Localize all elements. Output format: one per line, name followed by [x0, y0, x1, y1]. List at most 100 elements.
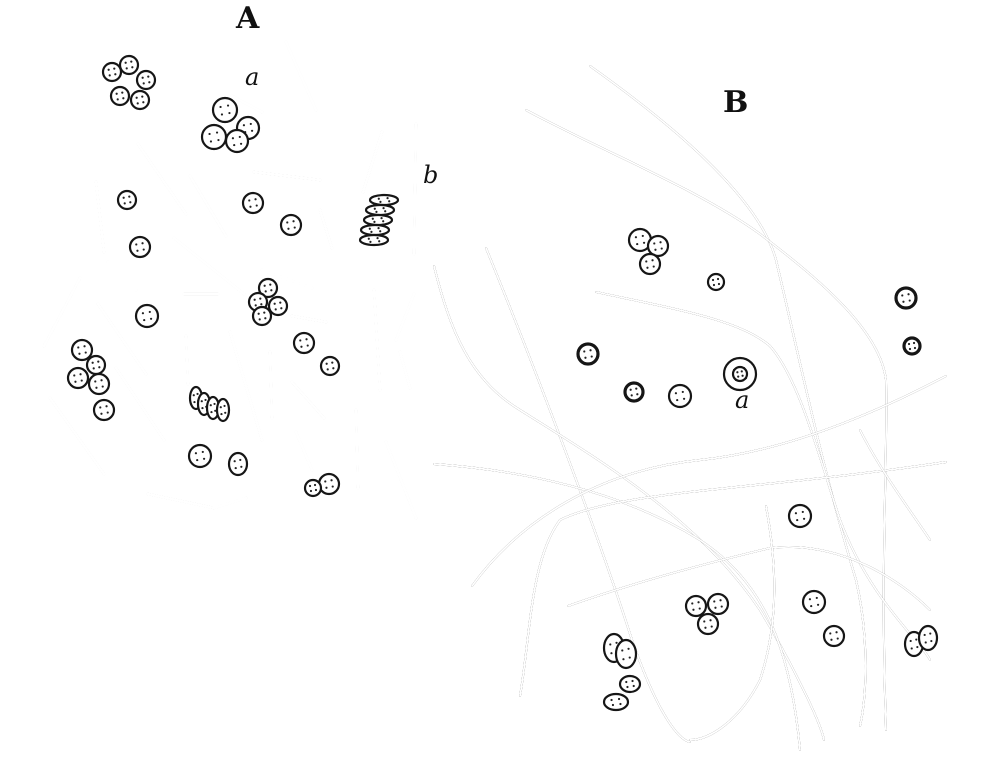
cell-granule: [99, 406, 102, 409]
cell-granule: [78, 352, 81, 355]
bacillus-rod: [172, 236, 246, 296]
cell-granule: [292, 220, 295, 223]
cell-granule: [610, 652, 613, 655]
cell-granule: [73, 374, 76, 377]
cell-granule: [264, 317, 267, 320]
bacillus-rod: [230, 94, 264, 114]
cell-granule: [299, 339, 302, 342]
bacillus-rod: [318, 208, 334, 250]
cell-granule: [249, 122, 252, 126]
cell-granule: [204, 398, 207, 402]
cell-granule: [621, 649, 624, 652]
cell-granule: [208, 132, 211, 136]
disc-chain-cell: [368, 193, 400, 207]
filament: [689, 505, 776, 741]
cell-granule: [697, 601, 700, 604]
cell-wall: [241, 191, 265, 215]
rod-interior: [384, 440, 418, 520]
cell-granule: [660, 247, 663, 250]
cell-granule: [370, 230, 373, 233]
bacillus-rod: [260, 268, 314, 290]
cell-wall: [85, 354, 107, 376]
cell-granule: [641, 234, 644, 238]
panel-b-subfigure-a-label: a: [735, 386, 750, 414]
cell-granule: [373, 220, 376, 223]
cell-wall: [128, 235, 152, 259]
cell-granule: [801, 510, 804, 514]
coccus-cell: [279, 213, 303, 237]
cell-wall: [319, 355, 341, 377]
cell-granule: [740, 370, 743, 373]
filament: [567, 546, 931, 611]
cell-wall: [623, 381, 645, 403]
filament: [595, 291, 931, 661]
cell-granule: [94, 380, 97, 383]
coccus-cell: [684, 594, 708, 618]
cell-granule: [214, 409, 217, 412]
cell-wall: [902, 336, 922, 356]
coccus-cell: [109, 85, 131, 107]
bacillus-rod: [136, 142, 188, 216]
rod-interior: [184, 334, 190, 386]
cell-granule: [260, 303, 263, 306]
cell-granule: [377, 197, 380, 200]
cell-granule: [202, 457, 206, 460]
cell-granule: [79, 373, 82, 376]
coccus-cell: [211, 96, 239, 124]
cell-granule: [816, 603, 820, 606]
cell-granule: [332, 367, 335, 370]
cell-granule: [709, 619, 712, 622]
cell-granule: [220, 412, 223, 416]
filament: [589, 65, 867, 727]
cell-wall: [646, 234, 670, 258]
cell-wall: [684, 594, 708, 618]
bacillus-rod: [384, 440, 418, 520]
cell-granule: [379, 200, 382, 203]
cell-wall: [211, 96, 239, 124]
bacillus-rod: [361, 130, 384, 194]
rod-interior: [172, 236, 246, 296]
cell-granule: [632, 684, 635, 688]
cell-granule: [213, 402, 216, 406]
bacillus-rod: [372, 288, 382, 392]
coccus-cell: [92, 398, 116, 422]
coccus-cell: [646, 234, 670, 258]
coccus-cell: [241, 191, 265, 215]
rod-interior: [361, 130, 384, 194]
coccus-cell: [618, 674, 642, 694]
cell-granule: [741, 374, 744, 377]
cell-wall: [917, 624, 939, 652]
cell-granule: [330, 479, 333, 482]
filament-outline: [567, 546, 931, 611]
cell-granule: [907, 293, 910, 296]
cell-granule: [646, 266, 649, 269]
cell-granule: [135, 96, 138, 99]
coccus-cell: [706, 592, 730, 616]
cell-granule: [836, 637, 839, 640]
coccus-cell: [602, 692, 630, 712]
cell-granule: [369, 240, 372, 243]
cell-granule: [815, 596, 818, 600]
cell-wall: [267, 295, 289, 317]
cell-wall: [706, 592, 730, 616]
rod-interior: [260, 268, 314, 290]
cell-granule: [368, 227, 371, 230]
cell-granule: [100, 379, 103, 382]
filament: [525, 109, 888, 731]
cell-granule: [239, 458, 242, 462]
cell-wall: [706, 272, 726, 292]
rod-interior: [394, 292, 416, 342]
rod-interior: [188, 174, 228, 238]
coccus-cell: [706, 272, 726, 292]
cell-granule: [382, 220, 385, 223]
cell-granule: [331, 361, 334, 364]
cell-granule: [248, 199, 251, 202]
coccus-cell: [576, 342, 600, 366]
cell-granule: [84, 351, 87, 354]
cell-granule: [908, 347, 912, 351]
cell-granule: [367, 237, 370, 240]
disc-chain-cell: [358, 233, 390, 247]
rod-interior: [94, 180, 106, 254]
cell-granule: [331, 485, 334, 488]
cell-granule: [835, 631, 838, 634]
